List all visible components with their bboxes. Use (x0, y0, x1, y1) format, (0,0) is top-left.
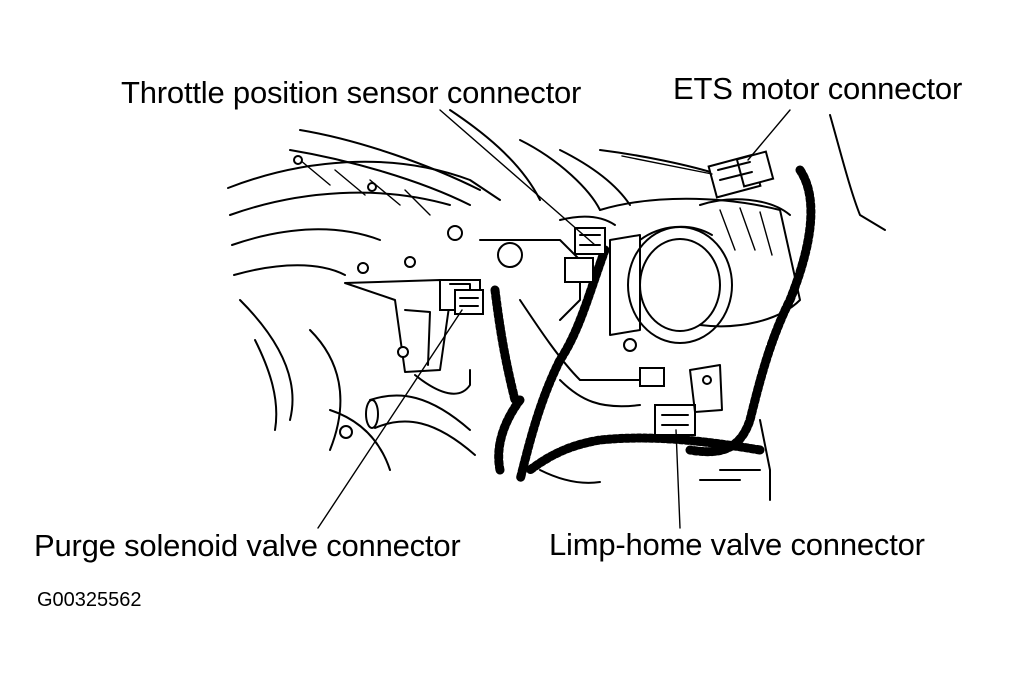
leader-tps (439, 109, 596, 246)
intake-manifold (227, 129, 501, 471)
limp-home-valve-connector-label: Limp-home valve connector (549, 527, 925, 562)
wiring-harness (490, 165, 816, 485)
leader-purge (317, 309, 463, 529)
purge-valve-bracket (344, 256, 481, 395)
purge-solenoid-valve-connector (454, 289, 484, 315)
leader-ets (747, 109, 791, 161)
leader-limp (675, 429, 681, 529)
vacuum-hose (365, 394, 476, 456)
ets-motor-connector (707, 150, 775, 199)
leader-ets-2 (621, 155, 713, 175)
figure-id: G00325562 (37, 589, 142, 611)
throttle-position-sensor-connector-label: Throttle position sensor connector (121, 75, 582, 110)
leader-lines (317, 109, 791, 529)
ets-motor-connector-label: ETS motor connector (673, 71, 963, 106)
purge-solenoid-valve-connector-label: Purge solenoid valve connector (34, 528, 461, 563)
limp-home-valve-connector (639, 364, 723, 436)
throttle-body (559, 197, 801, 352)
